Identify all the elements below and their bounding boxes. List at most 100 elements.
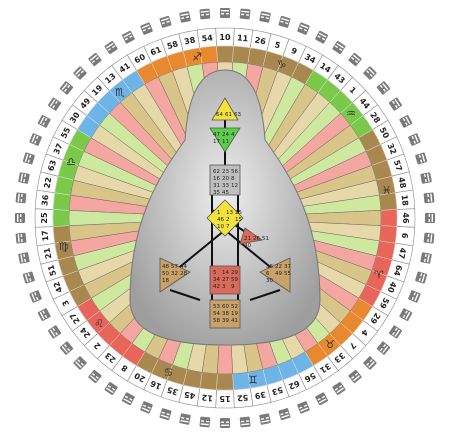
gate-number: 54 <box>201 33 213 43</box>
gate-label: 37 <box>284 264 291 270</box>
gate-number: 42 <box>52 280 65 294</box>
gate-number: 25 <box>40 212 49 224</box>
gate-label: 9 <box>231 284 235 290</box>
gate-label: 40 <box>244 243 251 249</box>
hexagram-icon <box>259 11 271 23</box>
hexagram-icon <box>332 381 346 395</box>
gate-label: 7 <box>226 224 230 230</box>
gate-label: 44 <box>180 264 187 270</box>
gate-label: 31 <box>213 183 220 189</box>
hexagram-icon <box>140 401 153 414</box>
hexagram-icon <box>332 41 346 55</box>
leo-icon: ♌ <box>94 317 104 330</box>
hexagram-icon <box>37 308 51 322</box>
gate-number: 1 <box>347 85 358 96</box>
hexagram-icon <box>73 66 87 80</box>
scorpio-icon: ♏ <box>115 86 125 99</box>
hexagram-icon <box>15 232 27 244</box>
hexagram-icon <box>348 52 362 67</box>
gate-number: 35 <box>166 385 180 397</box>
hexagram-icon <box>297 22 310 35</box>
color-band-cell <box>232 46 251 64</box>
gate-label: 11 <box>222 139 229 145</box>
gate-number: 7 <box>347 340 357 350</box>
color-band-cell <box>53 192 71 211</box>
hexagram-icon <box>104 381 118 395</box>
gate-label: 50 <box>162 271 169 277</box>
gate-label: 26 <box>253 236 260 242</box>
gate-label: 51 <box>262 236 269 242</box>
color-band-cell <box>216 373 234 391</box>
hexagram-icon <box>48 325 62 339</box>
hexagram-icon <box>37 114 51 128</box>
gate-label: 48 <box>162 264 169 270</box>
hexagram-icon <box>121 392 135 406</box>
hexagram-icon <box>15 192 27 204</box>
gate-label: 64 <box>216 112 223 118</box>
gate-number: 62 <box>287 378 301 391</box>
gate-number: 21 <box>42 246 53 259</box>
capricorn-icon: ♑ <box>277 58 287 71</box>
hexagram-icon <box>239 416 251 428</box>
gate-label: 14 <box>222 270 229 276</box>
gate-label: 20 <box>222 176 229 182</box>
hexagram-icon <box>179 11 191 23</box>
gate-label: 38 <box>222 311 229 317</box>
gate-label: 29 <box>231 270 238 276</box>
gate-label: 2 <box>226 217 230 223</box>
hexagram-icon <box>408 290 421 303</box>
gate-label: 49 <box>275 271 282 277</box>
gate-label: 5 <box>213 270 217 276</box>
gate-number: 2 <box>92 340 102 350</box>
gate-number: 32 <box>385 142 398 156</box>
hexagram-icon <box>425 213 435 223</box>
gate-number: 38 <box>183 35 196 46</box>
hexagram-icon <box>140 22 153 35</box>
hexagram-icon <box>399 308 413 322</box>
gate-number: 40 <box>385 280 398 294</box>
gate-number: 64 <box>392 264 404 278</box>
gate-label: 15 <box>235 217 242 223</box>
gate-number: 15 <box>219 394 231 403</box>
gate-number: 12 <box>201 393 213 403</box>
gate-number: 61 <box>149 45 163 58</box>
gate-label: 13 <box>226 210 233 216</box>
hexagram-icon <box>376 81 391 95</box>
hexagram-icon <box>18 172 30 184</box>
hexagram-icon <box>29 133 42 146</box>
hexagram-icon <box>220 418 230 428</box>
gate-number: 57 <box>392 159 404 172</box>
gate-label: 18 <box>162 278 169 284</box>
gate-number: 51 <box>46 263 58 277</box>
gate-number: 26 <box>254 35 267 46</box>
gate-number: 5 <box>273 40 281 50</box>
color-band-cell <box>199 372 218 390</box>
hexagram-icon <box>363 66 377 80</box>
gate-label: 56 <box>231 169 238 175</box>
gate-label: 23 <box>222 169 229 175</box>
gate-number: 45 <box>183 389 196 400</box>
gate-label: 57 <box>171 264 178 270</box>
hexagram-icon <box>121 30 135 44</box>
hexagram-icon <box>315 30 329 44</box>
hexagram-icon <box>259 413 271 425</box>
channel-line <box>169 289 201 301</box>
hexagram-icon <box>399 114 413 128</box>
hexagram-icon <box>73 356 87 370</box>
gate-label: 3 <box>222 284 226 290</box>
hexagram-icon <box>423 192 435 204</box>
hexagram-icon <box>408 133 421 146</box>
hexagram-icon <box>220 8 230 18</box>
gate-label: 62 <box>213 169 220 175</box>
gate-label: 34 <box>213 277 220 283</box>
hexagram-icon <box>420 252 432 264</box>
hexagram-icon <box>88 369 102 384</box>
gate-label: 6 <box>266 271 270 277</box>
libra-icon: ♎ <box>66 155 76 168</box>
gate-label: 53 <box>213 304 220 310</box>
